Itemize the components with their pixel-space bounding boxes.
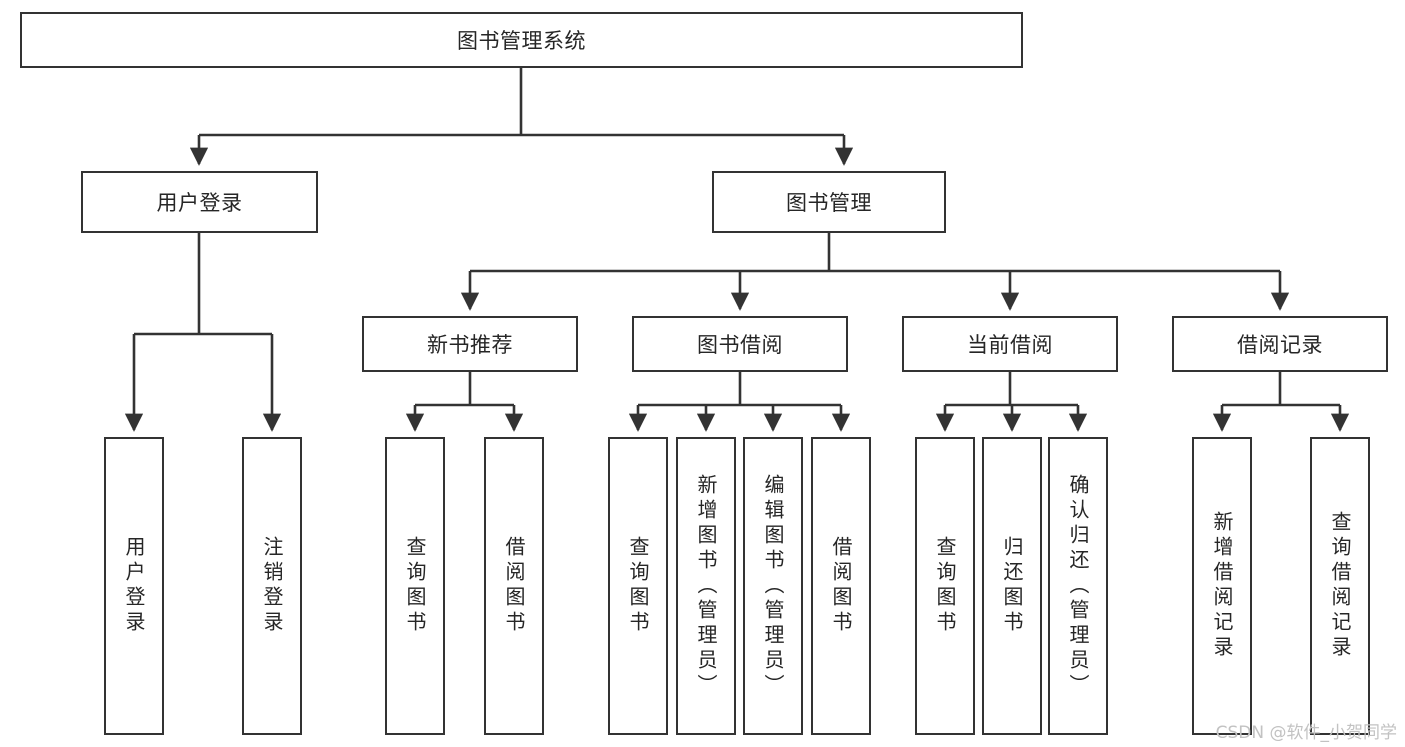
leaf-user-login[interactable]: 用户登录 [104,437,164,735]
leaf-borrow-book-1-label: 借阅图书 [502,536,526,636]
leaf-query-book-2[interactable]: 查询图书 [608,437,668,735]
node-book-manage-label: 图书管理 [786,191,872,215]
leaf-user-login-label: 用户登录 [122,536,146,636]
node-borrow-record[interactable]: 借阅记录 [1172,316,1388,372]
node-new-book-recommend-label: 新书推荐 [427,333,513,357]
node-root[interactable]: 图书管理系统 [20,12,1023,68]
node-borrow-record-label: 借阅记录 [1237,333,1323,357]
node-user-login-label: 用户登录 [156,191,243,215]
leaf-edit-book[interactable]: 编辑图书（管理员） [743,437,803,735]
leaf-logout[interactable]: 注销登录 [242,437,302,735]
leaf-edit-book-label: 编辑图书（管理员） [761,473,785,699]
leaf-return-book-label: 归还图书 [1000,536,1024,636]
node-current-borrow-label: 当前借阅 [967,333,1053,357]
leaf-add-record-label: 新增借阅记录 [1210,511,1234,661]
leaf-query-record-label: 查询借阅记录 [1328,511,1352,661]
node-root-label: 图书管理系统 [457,29,586,53]
leaf-query-book-2-label: 查询图书 [626,536,650,636]
leaf-query-book-3-label: 查询图书 [933,536,957,636]
node-book-borrow[interactable]: 图书借阅 [632,316,848,372]
leaf-add-record[interactable]: 新增借阅记录 [1192,437,1252,735]
leaf-query-book-1[interactable]: 查询图书 [385,437,445,735]
leaf-logout-label: 注销登录 [260,536,284,636]
node-new-book-recommend[interactable]: 新书推荐 [362,316,578,372]
leaf-borrow-book-1[interactable]: 借阅图书 [484,437,544,735]
leaf-query-record[interactable]: 查询借阅记录 [1310,437,1370,735]
leaf-query-book-3[interactable]: 查询图书 [915,437,975,735]
leaf-query-book-1-label: 查询图书 [403,536,427,636]
node-book-manage[interactable]: 图书管理 [712,171,946,233]
node-book-borrow-label: 图书借阅 [697,333,783,357]
node-user-login[interactable]: 用户登录 [81,171,318,233]
leaf-borrow-book-2-label: 借阅图书 [829,536,853,636]
watermark: CSDN @软件_小贺同学 [1215,723,1397,743]
leaf-confirm-return[interactable]: 确认归还（管理员） [1048,437,1108,735]
leaf-borrow-book-2[interactable]: 借阅图书 [811,437,871,735]
leaf-return-book[interactable]: 归还图书 [982,437,1042,735]
leaf-add-book-label: 新增图书（管理员） [694,473,718,699]
node-current-borrow[interactable]: 当前借阅 [902,316,1118,372]
leaf-confirm-return-label: 确认归还（管理员） [1066,473,1090,699]
leaf-add-book[interactable]: 新增图书（管理员） [676,437,736,735]
